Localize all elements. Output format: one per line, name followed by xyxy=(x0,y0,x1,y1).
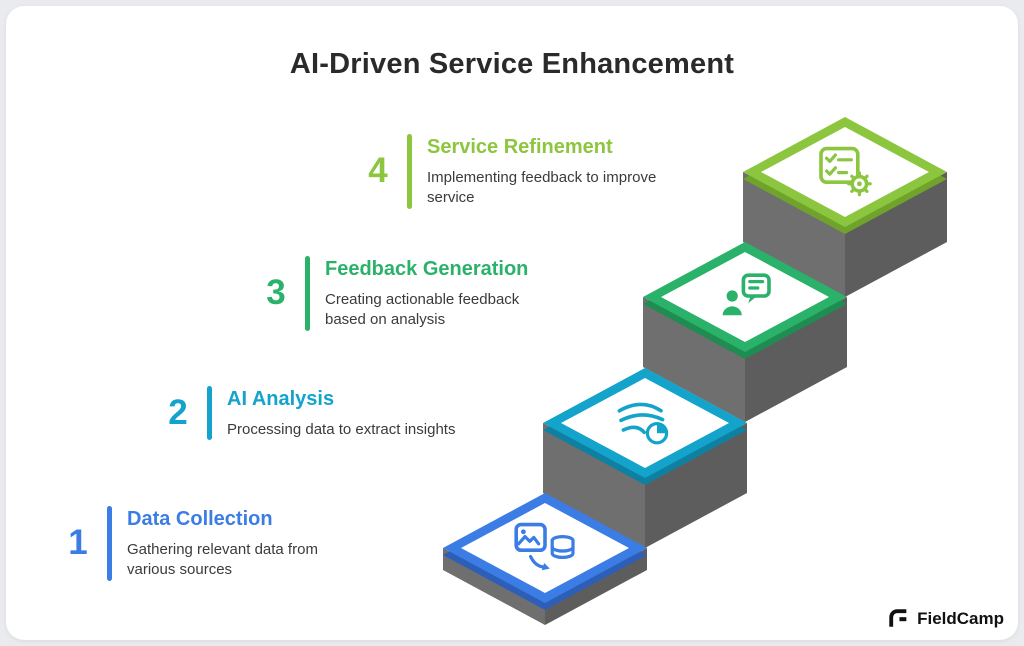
step-title: AI Analysis xyxy=(227,388,335,410)
step-3-body xyxy=(643,297,847,422)
step-number: 2 xyxy=(168,393,188,433)
page-title: AI-Driven Service Enhancement xyxy=(289,48,735,80)
step-description: Gathering relevant data from various sou… xyxy=(127,541,318,579)
step-description: Creating actionable feedback based on an… xyxy=(325,291,520,329)
step-title: Service Refinement xyxy=(427,136,613,158)
feedback-generation-icon xyxy=(722,273,771,316)
step-4-body xyxy=(743,172,947,297)
ai-analysis-icon xyxy=(617,402,669,445)
step-3-block: 3 Feedback Generation Creating actionabl… xyxy=(262,256,553,331)
step-description: Processing data to extract insights xyxy=(227,421,456,438)
step-4-block: 4 Service Refinement Implementing feedba… xyxy=(364,134,679,209)
step-2-body xyxy=(543,423,747,548)
step-1-tile xyxy=(443,493,647,610)
data-collection-icon xyxy=(514,522,575,571)
step-2-block: 2 AI Analysis Processing data to extract… xyxy=(164,386,456,441)
fieldcamp-wordmark: FieldCamp xyxy=(917,609,1004,628)
step-accent-bar xyxy=(305,256,310,331)
step-1-block: 1 Data Collection Gathering relevant dat… xyxy=(64,506,349,581)
step-3-tile xyxy=(643,242,847,359)
step-number: 4 xyxy=(368,151,388,191)
step-2-tile xyxy=(543,368,747,485)
step-number: 3 xyxy=(266,273,286,313)
fieldcamp-logo-icon xyxy=(889,609,907,627)
step-4-tile xyxy=(743,117,947,234)
step-title: Feedback Generation xyxy=(325,258,529,280)
step-accent-bar xyxy=(107,506,112,581)
step-number: 1 xyxy=(68,523,88,563)
step-accent-bar xyxy=(207,386,212,441)
step-description: Implementing feedback to improve service xyxy=(427,169,657,207)
step-accent-bar xyxy=(407,134,412,209)
step-title: Data Collection xyxy=(127,508,273,530)
service-refinement-icon xyxy=(819,146,872,197)
fieldcamp-logo: FieldCamp xyxy=(888,608,1004,630)
